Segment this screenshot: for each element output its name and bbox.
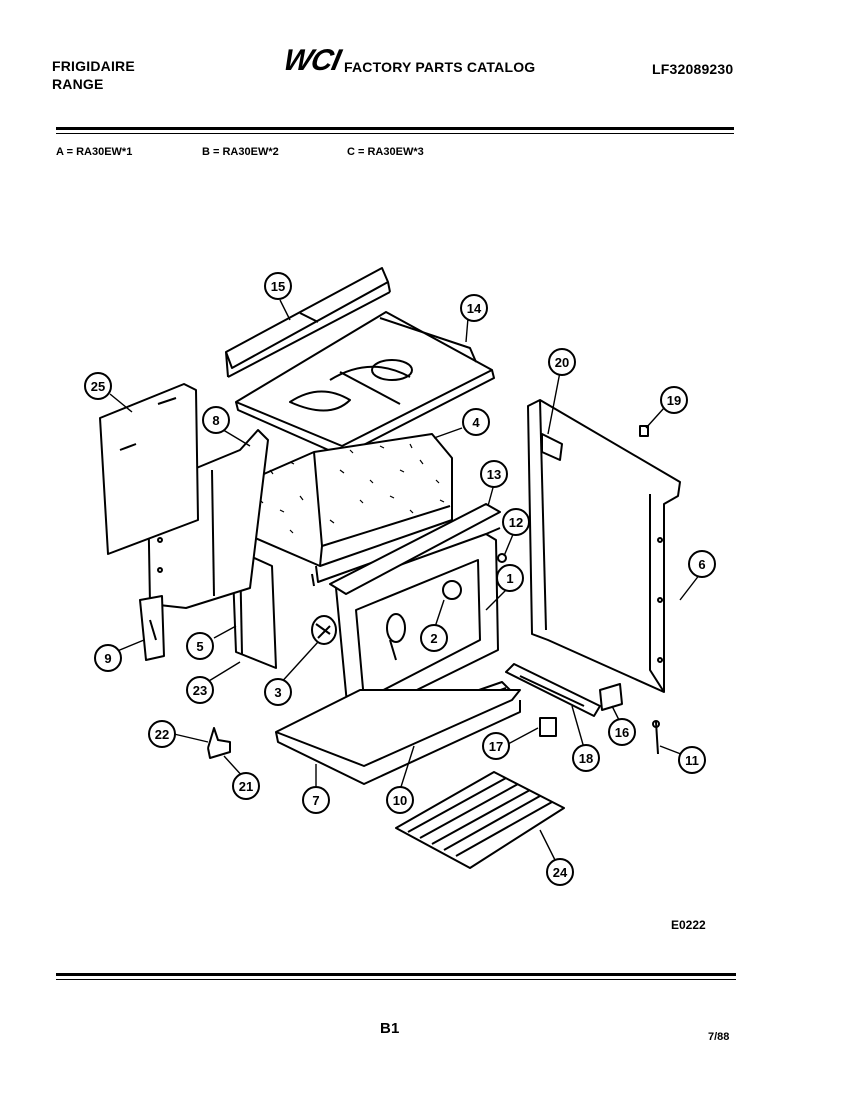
callout-label: 15 — [271, 279, 285, 294]
callout-23: 23 — [186, 676, 214, 704]
callout-label: 24 — [553, 865, 568, 880]
callout-11: 11 — [678, 746, 706, 774]
callout-17: 17 — [482, 732, 510, 760]
callout-label: 1 — [506, 571, 513, 586]
product-name: RANGE — [52, 76, 104, 92]
part-clip — [639, 425, 649, 437]
callout-7: 7 — [302, 786, 330, 814]
callout-14: 14 — [460, 294, 488, 322]
part-oven-front-frame — [335, 527, 501, 719]
page-number: B1 — [380, 1020, 400, 1037]
callout-22: 22 — [148, 720, 176, 748]
footer-rule — [56, 973, 736, 976]
callout-4: 4 — [462, 408, 490, 436]
callout-13: 13 — [480, 460, 508, 488]
callout-label: 4 — [472, 415, 480, 430]
callout-label: 7 — [312, 793, 319, 808]
model-b: B = RA30EW*2 — [202, 146, 279, 158]
callout-6: 6 — [688, 550, 716, 578]
callout-16: 16 — [608, 718, 636, 746]
part-oven-liner — [231, 433, 453, 587]
callout-1: 1 — [496, 564, 524, 592]
callout-label: 25 — [91, 379, 105, 394]
callout-label: 20 — [555, 355, 569, 370]
callout-label: 17 — [489, 739, 503, 754]
part-fan — [311, 615, 337, 645]
callout-label: 10 — [393, 793, 407, 808]
callout-15: 15 — [264, 272, 292, 300]
part-small-block — [539, 717, 557, 737]
callout-label: 9 — [104, 651, 111, 666]
doc-number: LF32089230 — [652, 61, 734, 77]
callout-9: 9 — [94, 644, 122, 672]
callout-24: 24 — [546, 858, 574, 886]
callout-25: 25 — [84, 372, 112, 400]
part-bottom-panel — [275, 689, 521, 785]
part-side-panel-right — [527, 399, 681, 693]
callout-label: 5 — [196, 639, 203, 654]
callout-18: 18 — [572, 744, 600, 772]
callout-2: 2 — [420, 624, 448, 652]
callout-5: 5 — [186, 632, 214, 660]
footer-rule-thin — [56, 979, 736, 980]
callout-label: 19 — [667, 393, 681, 408]
callout-label: 16 — [615, 725, 629, 740]
model-c: C = RA30EW*3 — [347, 146, 424, 158]
part-upper-trim — [329, 503, 501, 595]
callout-19: 19 — [660, 386, 688, 414]
part-cooktop — [235, 311, 495, 457]
callout-21: 21 — [232, 772, 260, 800]
callout-label: 22 — [155, 727, 169, 742]
callout-label: 18 — [579, 751, 593, 766]
callout-label: 12 — [509, 515, 523, 530]
catalog-date: 7/88 — [708, 1031, 730, 1043]
callout-label: 14 — [467, 301, 482, 316]
part-small-pin — [497, 553, 507, 563]
catalog-title: FACTORY PARTS CATALOG — [344, 59, 536, 75]
callout-label: 2 — [430, 631, 437, 646]
callout-label: 23 — [193, 683, 207, 698]
callout-12: 12 — [502, 508, 530, 536]
callout-3: 3 — [264, 678, 292, 706]
header-rule — [56, 127, 734, 130]
part-oven-rack — [395, 771, 565, 869]
figure-code: E0222 — [671, 918, 706, 932]
callout-label: 6 — [698, 557, 705, 572]
callout-label: 21 — [239, 779, 253, 794]
part-back-panel — [99, 383, 199, 555]
callout-label: 3 — [274, 685, 281, 700]
callout-label: 11 — [685, 753, 699, 768]
header-rule-thin — [56, 133, 734, 134]
part-leg-screw — [652, 720, 660, 755]
callout-20: 20 — [548, 348, 576, 376]
part-top-trim — [225, 267, 391, 378]
part-leveler-bracket — [599, 683, 623, 711]
callout-label: 13 — [487, 467, 501, 482]
part-bracket — [139, 595, 165, 661]
model-a: A = RA30EW*1 — [56, 146, 133, 158]
brand-name: FRIGIDAIRE — [52, 58, 135, 74]
callout-10: 10 — [386, 786, 414, 814]
callout-label: 8 — [212, 413, 219, 428]
part-switch — [207, 727, 231, 759]
part-slide-rail — [505, 663, 601, 717]
callout-8: 8 — [202, 406, 230, 434]
